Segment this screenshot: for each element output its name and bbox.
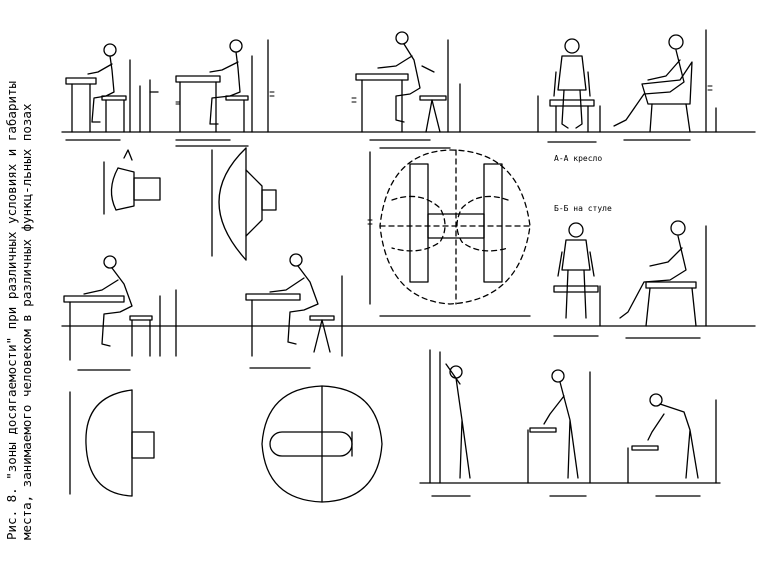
figure-seated-desk-3	[355, 31, 461, 149]
figure-bending	[627, 393, 717, 497]
figure-caption: Рис. 8. "зоны досягаемости" при различны…	[4, 0, 64, 540]
figure-standing-2	[527, 369, 591, 497]
figure-stool-side	[619, 220, 707, 339]
reach-plan-bottom-left	[69, 389, 155, 497]
figure-seated-desk-2	[175, 39, 269, 147]
figure-stool-front	[553, 222, 601, 337]
section-label-chair: А-А кресло	[554, 154, 603, 163]
figure-seated-low-2	[245, 253, 343, 369]
reach-plan-small	[103, 149, 161, 215]
caption-line-1: Рис. 8. "зоны досягаемости" при различны…	[4, 80, 19, 540]
reach-zone-large	[379, 149, 531, 305]
dimension-ticks	[175, 85, 713, 225]
section-label-stool: Б-Б на стуле	[554, 204, 612, 213]
figure-seated-desk-1	[65, 43, 159, 141]
reach-plan-medium	[211, 147, 277, 261]
figure-armchair-side	[613, 29, 717, 141]
figure-seated-low-1	[63, 255, 177, 371]
reach-zone-large-solid	[369, 151, 531, 317]
caption-line-2: места, занимаемого человеком в различных…	[19, 103, 34, 541]
reach-plan-bottom-right	[261, 385, 383, 503]
figure-armchair-front	[537, 38, 601, 143]
figure-standing-1	[429, 349, 471, 497]
